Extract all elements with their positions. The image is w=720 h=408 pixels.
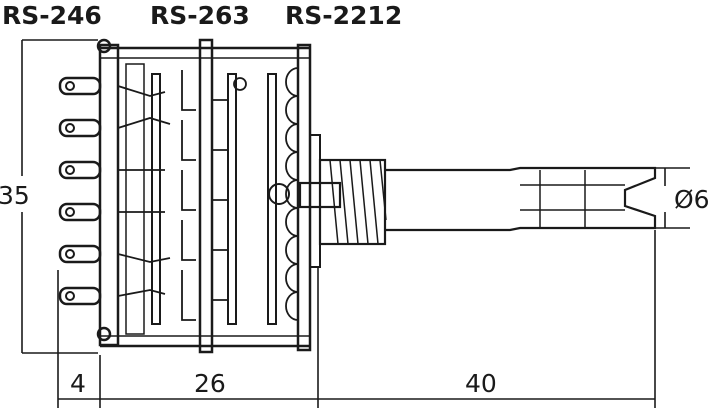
diameter-dimension: Ø6 bbox=[655, 167, 710, 229]
terminal bbox=[58, 118, 102, 138]
switch-body bbox=[96, 38, 312, 354]
diameter-label: Ø6 bbox=[674, 185, 710, 214]
body-depth-label: 26 bbox=[194, 369, 226, 398]
terminal bbox=[58, 76, 102, 96]
terminal bbox=[58, 160, 102, 180]
solder-terminals bbox=[58, 76, 102, 306]
model-label-rs-2212: RS-2212 bbox=[285, 1, 402, 30]
terminal bbox=[58, 286, 102, 306]
model-label-rs-263: RS-263 bbox=[150, 1, 250, 30]
terminal bbox=[58, 202, 102, 222]
offset-label: 4 bbox=[70, 369, 86, 398]
model-label-rs-246: RS-246 bbox=[2, 1, 102, 30]
shaft-length-label: 40 bbox=[465, 369, 497, 398]
shaft-assembly bbox=[268, 134, 657, 268]
terminal bbox=[58, 244, 102, 264]
height-dimension: 35 bbox=[0, 39, 98, 354]
length-dimensions: 4 26 40 bbox=[57, 230, 656, 408]
height-label: 35 bbox=[0, 181, 30, 210]
